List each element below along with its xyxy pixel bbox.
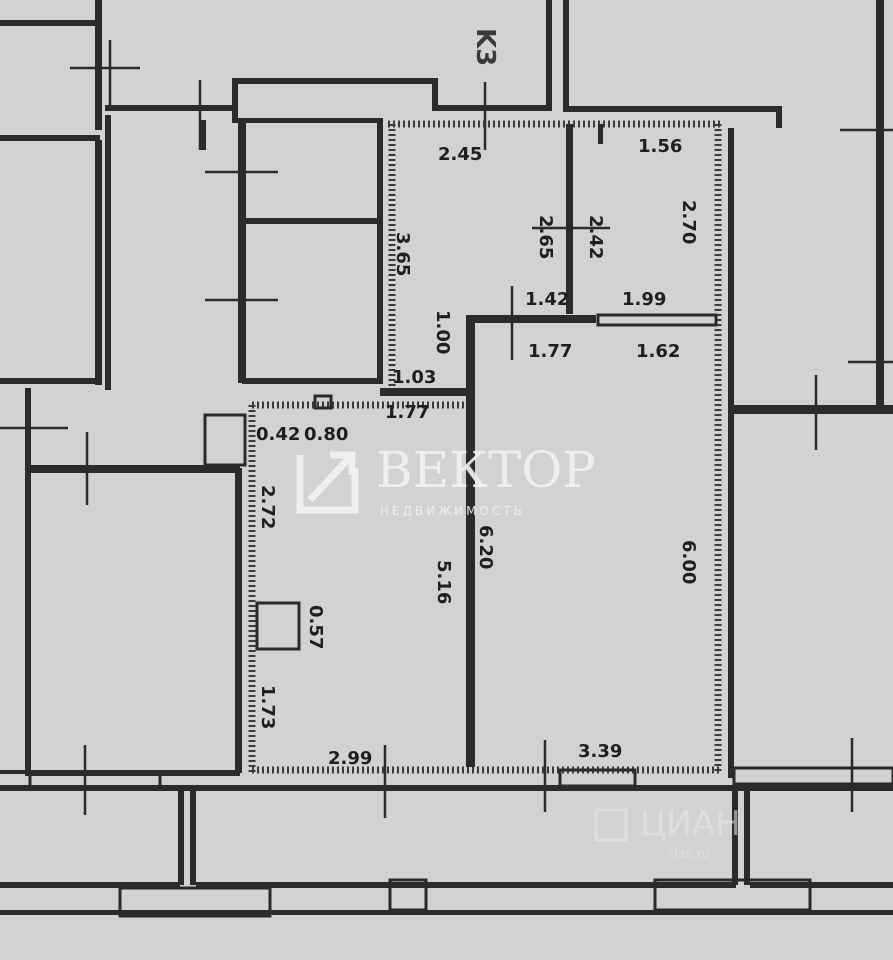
storage-cells bbox=[200, 118, 383, 384]
vektor-logo-icon bbox=[296, 451, 359, 514]
dim-1-73: 1.73 bbox=[257, 685, 278, 729]
dim-0-80: 0.80 bbox=[304, 424, 348, 445]
corner-label: K3 bbox=[470, 28, 500, 66]
dim-0-57: 0.57 bbox=[305, 605, 326, 649]
watermark-brand: ВЕКТОР bbox=[376, 441, 596, 499]
balcony-strip bbox=[0, 768, 893, 918]
apartment-walls bbox=[248, 120, 722, 818]
upper-corridor-walls: K3 bbox=[105, 0, 782, 390]
dim-1-62: 1.62 bbox=[636, 341, 680, 362]
dim-6-20: 6.20 bbox=[475, 525, 496, 569]
dim-1-77-lower: 1.77 bbox=[385, 402, 429, 423]
cian-logo-icon bbox=[594, 808, 628, 842]
dim-2-42: 2.42 bbox=[585, 215, 606, 259]
dim-1-00: 1.00 bbox=[432, 310, 453, 354]
watermark-secondary-sub: cian.ru bbox=[668, 847, 709, 861]
watermark-tagline: НЕДВИЖИМОСТЬ bbox=[380, 504, 525, 518]
dim-5-16: 5.16 bbox=[433, 560, 454, 604]
neighbour-right bbox=[728, 0, 893, 812]
dim-3-65: 3.65 bbox=[392, 232, 413, 276]
dim-1-99: 1.99 bbox=[622, 289, 666, 310]
dim-1-42: 1.42 bbox=[525, 289, 569, 310]
dim-1-77-upper: 1.77 bbox=[528, 341, 572, 362]
watermark-cian: ЦИАН cian.ru bbox=[594, 804, 741, 861]
dim-2-65: 2.65 bbox=[535, 215, 556, 259]
dim-2-99: 2.99 bbox=[328, 748, 372, 769]
dim-6-00: 6.00 bbox=[678, 540, 699, 584]
dim-3-39: 3.39 bbox=[578, 741, 622, 762]
watermark-secondary: ЦИАН bbox=[640, 804, 741, 844]
dim-2-72: 2.72 bbox=[257, 485, 278, 529]
dim-1-03: 1.03 bbox=[392, 367, 436, 388]
dimension-labels: 2.45 1.56 2.65 2.42 2.70 3.65 1.42 1.99 … bbox=[256, 136, 699, 769]
neighbour-top-left bbox=[0, 0, 140, 385]
watermark-vektor: ВЕКТОР НЕДВИЖИМОСТЬ bbox=[296, 441, 596, 518]
dim-0-42: 0.42 bbox=[256, 424, 300, 445]
dim-2-70: 2.70 bbox=[678, 200, 699, 244]
dim-2-45: 2.45 bbox=[438, 144, 482, 165]
dim-1-56: 1.56 bbox=[638, 136, 682, 157]
